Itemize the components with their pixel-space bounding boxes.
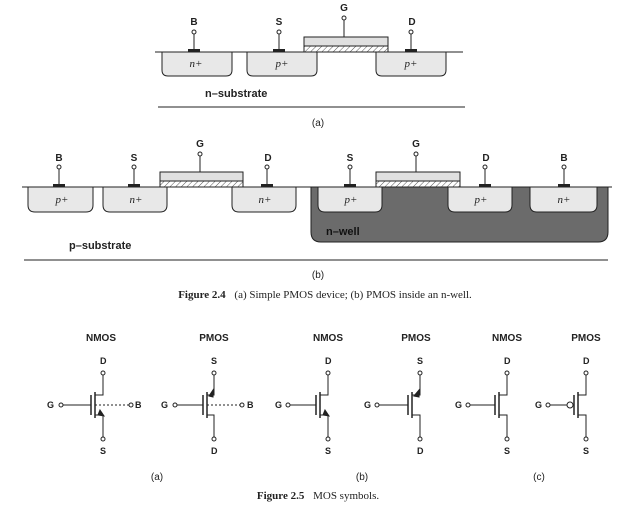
svg-text:D: D (325, 356, 332, 366)
svg-text:S: S (325, 446, 331, 456)
nmos-4terminal-symbol: D S G B (47, 356, 142, 456)
terminal-label: G (412, 139, 420, 150)
gate-poly-b-left (159, 171, 244, 182)
symbol-title: NMOS (313, 333, 343, 344)
terminal-label: S (131, 153, 138, 164)
gate-poly-b-right (375, 171, 461, 182)
p-plus-source-region-a (246, 51, 318, 77)
n-plus-source-region-b (102, 186, 168, 213)
region-label: p+ (474, 194, 488, 206)
gate-oxide-b-left (159, 180, 244, 188)
svg-text:S: S (100, 446, 106, 456)
n-plus-drain-region-b (231, 186, 297, 213)
svg-text:B: B (135, 400, 142, 410)
region-label: n+ (190, 58, 203, 70)
gate-oxide-a (303, 45, 389, 53)
subfigure-label-b: (b) (312, 270, 324, 281)
n-plus-bulk-region-well (529, 186, 598, 213)
terminal-label: G (196, 139, 204, 150)
contact (273, 49, 285, 52)
terminal-label: D (264, 153, 271, 164)
figure-number: Figure 2.4 (178, 289, 226, 301)
svg-text:S: S (417, 356, 423, 366)
figure-text: (a) Simple PMOS device; (b) PMOS inside … (234, 289, 472, 301)
symbol-title: PMOS (199, 333, 229, 344)
symbol-title: NMOS (492, 333, 522, 344)
substrate-label: p–substrate (69, 240, 131, 252)
region-label: n+ (558, 194, 571, 206)
terminal-label: B (560, 153, 567, 164)
svg-text:S: S (583, 446, 589, 456)
contact (188, 49, 200, 52)
terminal-label: S (347, 153, 354, 164)
svg-text:G: G (535, 400, 542, 410)
n-plus-region-a (161, 51, 233, 77)
svg-text:D: D (417, 446, 424, 456)
svg-text:D: D (504, 356, 511, 366)
gate-poly-a (303, 36, 389, 47)
pmos-3terminal-symbol: S D G (364, 356, 424, 456)
svg-text:D: D (100, 356, 107, 366)
svg-text:B: B (247, 400, 254, 410)
p-plus-drain-region-a (375, 51, 447, 77)
svg-text:G: G (455, 400, 462, 410)
region-label: n+ (130, 194, 143, 206)
svg-text:D: D (583, 356, 590, 366)
region-label: p+ (344, 194, 358, 206)
nmos-3terminal-symbol: D S G (275, 356, 332, 456)
svg-text:S: S (211, 356, 217, 366)
figure-text: MOS symbols. (313, 490, 379, 502)
terminal-d-label: D (408, 17, 415, 28)
pmos-simplified-symbol: D S G (535, 356, 590, 456)
region-label: p+ (404, 58, 418, 70)
pmos-device-a: B S G D n+ p+ p+ n–substrate (a) (155, 3, 465, 129)
p-plus-drain-region-well (447, 186, 513, 213)
subfigure-label-a: (a) (312, 118, 324, 129)
terminal-b-label: B (190, 17, 197, 28)
symbol-title: PMOS (401, 333, 431, 344)
group-label-c: (c) (533, 472, 545, 483)
group-label-a: (a) (151, 472, 163, 483)
figure-2-4-caption: Figure 2.4 (a) Simple PMOS device; (b) P… (178, 289, 472, 301)
pmos-4terminal-symbol: S D G B (161, 356, 254, 456)
symbol-title: PMOS (571, 333, 601, 344)
substrate-label: n–substrate (205, 88, 267, 100)
svg-text:G: G (161, 400, 168, 410)
symbol-title: NMOS (86, 333, 116, 344)
gate-oxide-b-right (375, 180, 461, 188)
region-label: p+ (55, 194, 69, 206)
n-well-label: n–well (326, 226, 360, 238)
group-label-b: (b) (356, 472, 368, 483)
p-plus-source-region-well (317, 186, 383, 213)
terminal-s-label: S (276, 17, 283, 28)
region-label: p+ (275, 58, 289, 70)
region-label: n+ (259, 194, 272, 206)
contact (405, 49, 417, 52)
svg-text:G: G (275, 400, 282, 410)
figure-2-5-caption: Figure 2.5 MOS symbols. (257, 490, 379, 502)
svg-text:D: D (211, 446, 218, 456)
svg-text:G: G (47, 400, 54, 410)
terminal-label: D (482, 153, 489, 164)
svg-text:S: S (504, 446, 510, 456)
figure-number: Figure 2.5 (257, 490, 305, 502)
p-plus-region-b (27, 186, 94, 213)
nmos-simplified-symbol: D S G (455, 356, 511, 456)
pmos-device-b: B S G D S G D B p+ n+ n+ p+ p+ n+ n–well… (22, 139, 612, 281)
svg-text:G: G (364, 400, 371, 410)
terminal-g-label: G (340, 3, 348, 14)
terminal-label: B (55, 153, 62, 164)
